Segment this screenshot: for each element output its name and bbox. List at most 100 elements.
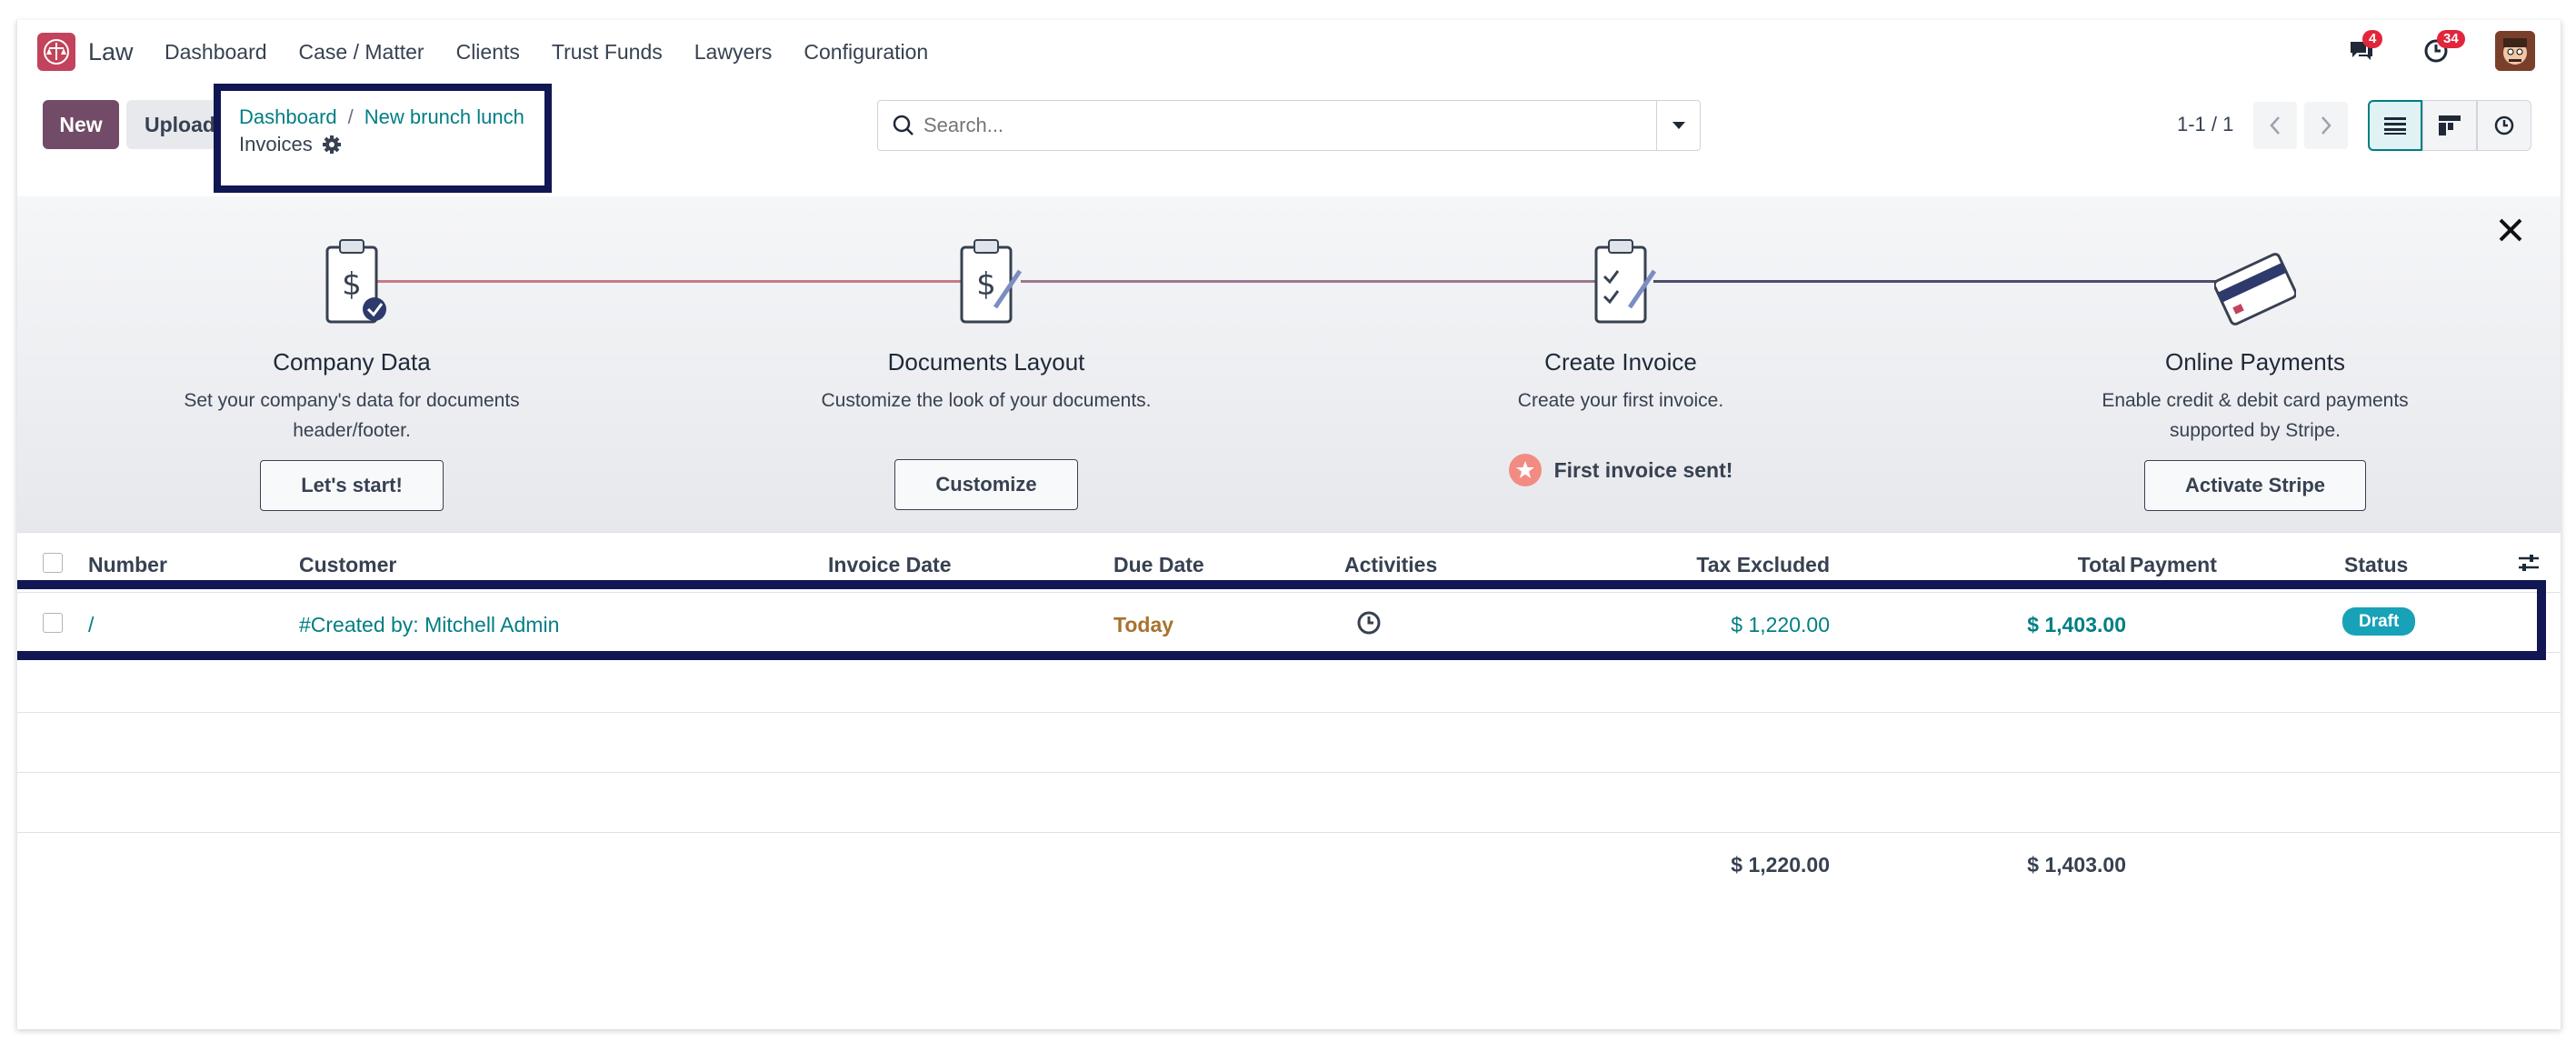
close-icon[interactable] xyxy=(2493,213,2528,247)
column-payment[interactable]: Payment xyxy=(2130,553,2217,576)
systray: 4 34 xyxy=(2346,30,2535,71)
empty-row xyxy=(17,713,2561,773)
column-status[interactable]: Status xyxy=(2344,553,2409,576)
column-due-date[interactable]: Due Date xyxy=(1113,553,1204,576)
clock-icon xyxy=(2424,39,2448,63)
breadcrumb-new-brunch-lunch[interactable]: New brunch lunch xyxy=(364,105,524,128)
scales-icon[interactable] xyxy=(37,33,75,71)
search-input[interactable] xyxy=(924,114,1656,137)
first-invoice-sent-label: First invoice sent! xyxy=(1553,457,1733,482)
clipboard-dollar-icon: $ xyxy=(325,239,386,324)
progress-line-2 xyxy=(1021,280,1603,283)
step-title: Company Data xyxy=(273,348,431,376)
user-avatar[interactable] xyxy=(2495,31,2535,71)
column-customer[interactable]: Customer xyxy=(299,553,397,576)
star-icon xyxy=(1508,454,1542,486)
step-done-indicator: First invoice sent! xyxy=(1508,454,1733,486)
svg-text:$: $ xyxy=(342,266,362,303)
new-button[interactable]: New xyxy=(43,100,119,149)
search-options-toggle[interactable] xyxy=(1656,101,1700,150)
page-title-text: Invoices xyxy=(239,133,313,155)
cell-number: / xyxy=(88,613,95,636)
clipboard-pen-icon: $ xyxy=(960,239,1023,324)
breadcrumb: Dashboard / New brunch lunch xyxy=(239,105,524,129)
caret-down-icon xyxy=(1672,122,1685,129)
search-icon xyxy=(893,115,914,135)
chat-icon xyxy=(2351,42,2372,60)
onboarding-panel: $ Company Data Set your company's data f… xyxy=(17,196,2561,533)
step-company-data: $ Company Data Set your company's data f… xyxy=(115,196,588,511)
table-row[interactable]: / #Created by: Mitchell Admin Today $ 1,… xyxy=(17,580,2561,660)
breadcrumb-dashboard[interactable]: Dashboard xyxy=(239,105,337,128)
page-title: Invoices xyxy=(239,133,342,156)
step-title: Create Invoice xyxy=(1544,348,1697,376)
chevron-right-icon xyxy=(2321,116,2331,135)
row-checkbox[interactable] xyxy=(43,613,63,633)
total-amount: $ 1,403.00 xyxy=(2027,853,2126,877)
menu-dashboard[interactable]: Dashboard xyxy=(165,40,267,64)
activate-stripe-button[interactable]: Activate Stripe xyxy=(2143,460,2367,511)
optional-columns-icon[interactable] xyxy=(2517,551,2541,575)
menu-lawyers[interactable]: Lawyers xyxy=(694,40,773,64)
column-total[interactable]: Total xyxy=(2077,553,2126,576)
table-header: Number Customer Invoice Date Due Date Ac… xyxy=(17,533,2561,593)
activity-clock-button[interactable] xyxy=(1355,609,1383,642)
lets-start-button[interactable]: Let's start! xyxy=(260,460,444,511)
credit-card-icon xyxy=(2212,253,2298,326)
invoice-list: Number Customer Invoice Date Due Date Ac… xyxy=(17,533,2561,893)
pager-buttons xyxy=(2253,102,2348,149)
upload-button[interactable]: Upload xyxy=(126,100,217,149)
view-switcher xyxy=(2368,100,2531,151)
gear-icon[interactable] xyxy=(322,135,342,155)
breadcrumb-box: Dashboard / New brunch lunch Invoices xyxy=(214,84,552,193)
cell-total: $ 1,403.00 xyxy=(2027,613,2126,636)
step-online-payments: Online Payments Enable credit & debit ca… xyxy=(2019,196,2491,511)
menu-clients[interactable]: Clients xyxy=(455,40,520,64)
kanban-view-button[interactable] xyxy=(2422,100,2477,151)
search-bar xyxy=(877,100,1701,151)
pager-value[interactable]: 1-1 / 1 xyxy=(2177,113,2234,135)
step-documents-layout: $ Documents Layout Customize the look of… xyxy=(750,196,1223,510)
pager-next[interactable] xyxy=(2304,102,2348,149)
status-badge: Draft xyxy=(2342,607,2416,636)
column-number[interactable]: Number xyxy=(88,553,167,576)
cell-status: Draft xyxy=(2342,607,2416,636)
list-view-button[interactable] xyxy=(2368,100,2422,151)
pager-previous[interactable] xyxy=(2253,102,2297,149)
cell-customer: #Created by: Mitchell Admin xyxy=(299,613,560,636)
step-title: Online Payments xyxy=(2165,348,2345,376)
messages-button[interactable]: 4 xyxy=(2346,30,2383,66)
messages-badge: 4 xyxy=(2362,30,2383,48)
main-menu: Dashboard Case / Matter Clients Trust Fu… xyxy=(165,40,928,65)
list-icon xyxy=(2384,117,2406,135)
step-create-invoice: Create Invoice Create your first invoice… xyxy=(1384,196,1857,486)
total-tax-excluded: $ 1,220.00 xyxy=(1731,853,1830,877)
menu-trust-funds[interactable]: Trust Funds xyxy=(551,40,663,64)
chevron-left-icon xyxy=(2270,116,2280,135)
customize-button[interactable]: Customize xyxy=(894,459,1078,510)
app-window: Law Dashboard Case / Matter Clients Trus… xyxy=(16,20,2561,1029)
empty-row xyxy=(17,773,2561,833)
clock-icon xyxy=(1357,611,1381,635)
empty-row xyxy=(17,653,2561,713)
top-navbar: Law Dashboard Case / Matter Clients Trus… xyxy=(17,20,2561,84)
menu-configuration[interactable]: Configuration xyxy=(804,40,929,64)
step-description: Set your company's data for documents he… xyxy=(184,390,520,441)
step-description: Create your first invoice. xyxy=(1517,390,1724,411)
step-description: Enable credit & debit card payments supp… xyxy=(2102,390,2409,441)
app-name[interactable]: Law xyxy=(88,38,134,65)
svg-text:$: $ xyxy=(976,266,996,303)
clipboard-checklist-icon xyxy=(1594,239,1657,324)
activities-button[interactable]: 34 xyxy=(2421,30,2465,66)
column-activities[interactable]: Activities xyxy=(1344,553,1438,576)
menu-case-matter[interactable]: Case / Matter xyxy=(298,40,424,64)
cell-tax-excluded: $ 1,220.00 xyxy=(1731,613,1830,636)
step-description: Customize the look of your documents. xyxy=(821,390,1152,411)
column-tax-excluded[interactable]: Tax Excluded xyxy=(1696,553,1830,576)
column-invoice-date[interactable]: Invoice Date xyxy=(828,553,952,576)
kanban-icon xyxy=(2439,115,2461,135)
progress-line-1 xyxy=(377,280,981,283)
activities-badge: 34 xyxy=(2437,30,2465,48)
select-all-checkbox[interactable] xyxy=(43,553,63,573)
activity-view-button[interactable] xyxy=(2477,100,2531,151)
